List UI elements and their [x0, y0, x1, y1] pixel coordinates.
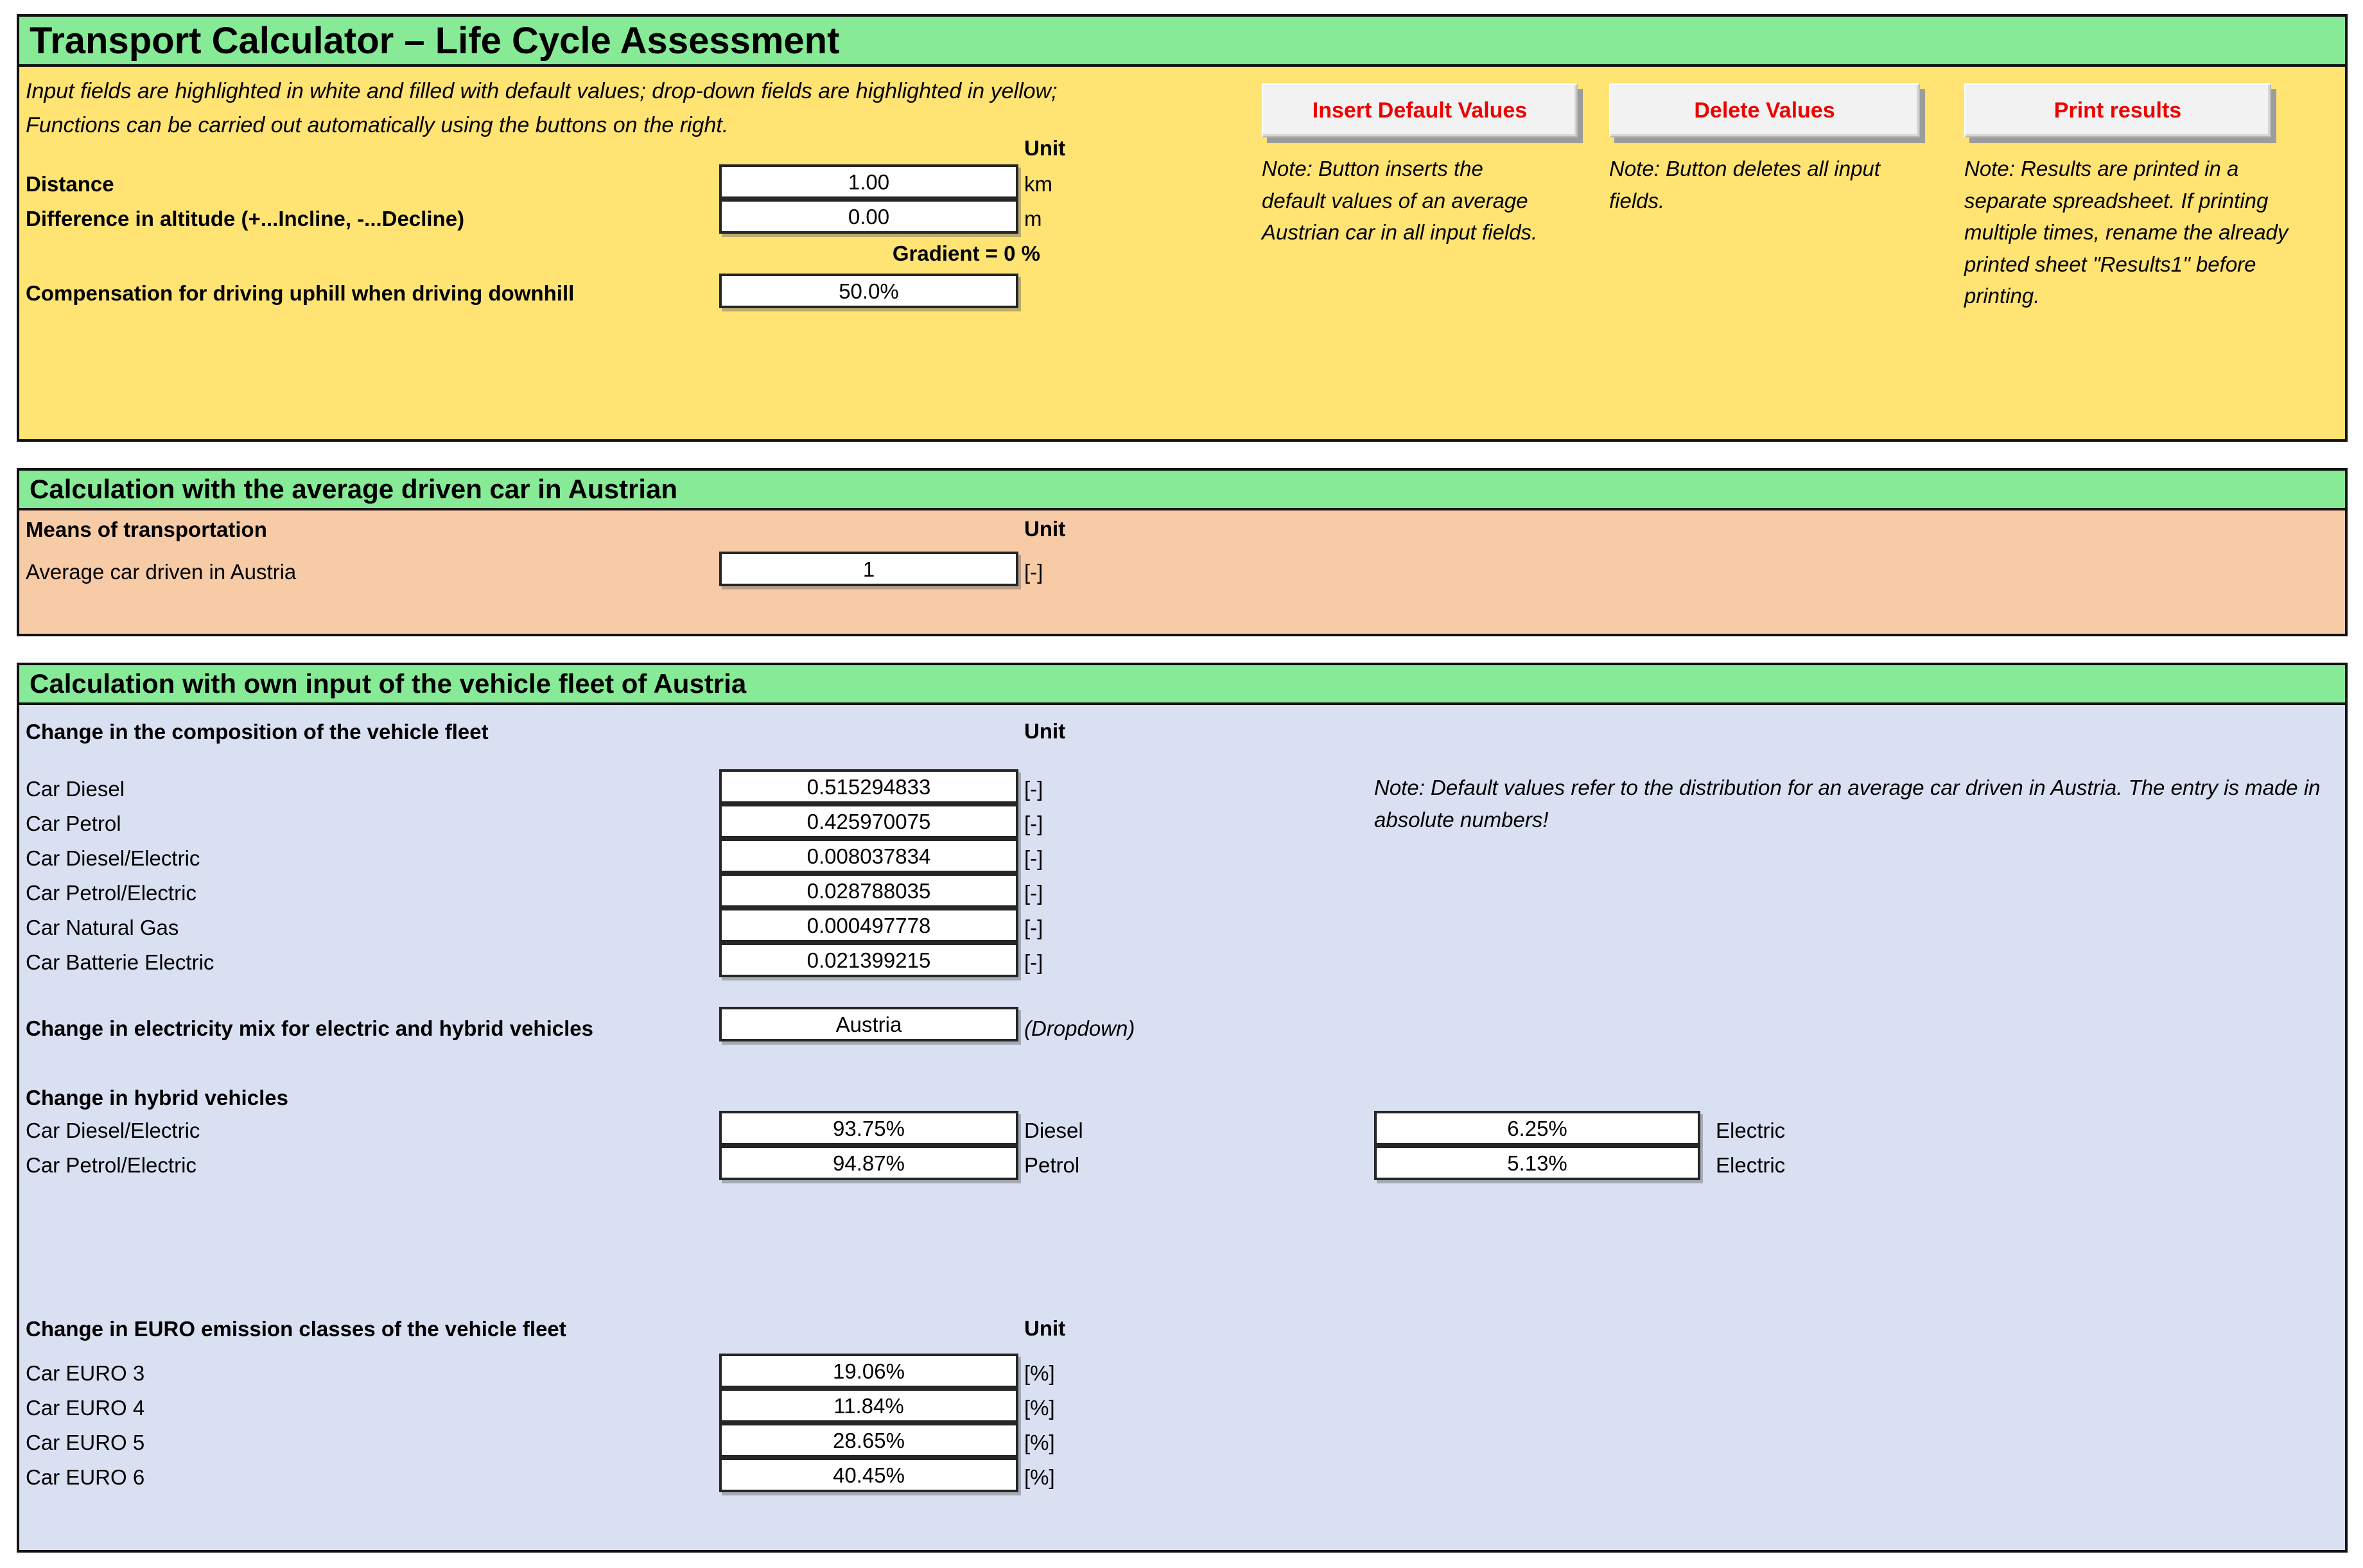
car-diesel-electric-input[interactable]: 0.008037834: [719, 839, 1018, 873]
compensation-label: Compensation for driving uphill when dri…: [26, 281, 575, 305]
intro-line-2: Functions can be carried out automatical…: [26, 112, 729, 137]
own-fleet-section: Calculation with own input of the vehicl…: [17, 663, 2348, 1553]
average-car-section-header: Calculation with the average driven car …: [19, 471, 2345, 510]
distance-unit: km: [1024, 172, 1052, 196]
car-euro5-label: Car EURO 5: [26, 1431, 145, 1454]
average-car-label: Average car driven in Austria: [26, 560, 297, 584]
car-euro3-input[interactable]: 19.06%: [719, 1354, 1018, 1388]
car-petrol-unit: [-]: [1024, 812, 1043, 835]
composition-note: Note: Default values refer to the distri…: [1374, 776, 2321, 832]
car-natural-gas-unit: [-]: [1024, 916, 1043, 939]
car-euro4-label: Car EURO 4: [26, 1396, 145, 1420]
intro-line-1: Input fields are highlighted in white an…: [26, 79, 1058, 103]
altitude-input[interactable]: 0.00: [719, 199, 1018, 234]
general-input-body: Input fields are highlighted in white an…: [19, 67, 2345, 439]
means-of-transportation-label: Means of transportation: [26, 518, 267, 541]
car-natural-gas-label: Car Natural Gas: [26, 916, 179, 939]
page-title: Transport Calculator – Life Cycle Assess…: [19, 17, 2345, 67]
car-petrol-electric-unit: [-]: [1024, 881, 1043, 905]
altitude-unit: m: [1024, 207, 1042, 231]
car-euro6-unit: [%]: [1024, 1465, 1055, 1489]
insert-default-values-button[interactable]: Insert Default Values: [1262, 83, 1578, 137]
insert-default-values-note: Note: Button inserts the default values …: [1262, 157, 1538, 244]
distance-input[interactable]: 1.00: [719, 164, 1018, 199]
car-euro6-input[interactable]: 40.45%: [719, 1458, 1018, 1492]
unit-column-header: Unit: [1024, 1316, 1066, 1340]
car-euro3-unit: [%]: [1024, 1361, 1055, 1385]
hybrid-petrol-electric-label: Car Petrol/Electric: [26, 1153, 196, 1177]
gradient-readout: Gradient = 0 %: [892, 241, 1040, 265]
hybrid-diesel-fuel-label: Diesel: [1024, 1119, 1083, 1142]
car-euro4-input[interactable]: 11.84%: [719, 1388, 1018, 1423]
hybrid-diesel-electric-label: Car Diesel/Electric: [26, 1119, 200, 1142]
electricity-mix-dropdown[interactable]: Austria: [719, 1007, 1018, 1041]
car-diesel-electric-unit: [-]: [1024, 846, 1043, 870]
intro-text: Input fields are highlighted in white an…: [26, 74, 1058, 142]
euro-classes-header: Change in EURO emission classes of the v…: [26, 1317, 566, 1341]
hybrid-diesel-electric-share-input[interactable]: 6.25%: [1374, 1111, 1700, 1146]
hybrid-petrol-share-input[interactable]: 94.87%: [719, 1146, 1018, 1180]
hybrid-petrol-electric-fuel-label: Electric: [1716, 1153, 1786, 1177]
distance-label: Distance: [26, 172, 114, 196]
car-petrol-label: Car Petrol: [26, 812, 121, 835]
car-diesel-unit: [-]: [1024, 777, 1043, 801]
car-petrol-electric-label: Car Petrol/Electric: [26, 881, 196, 905]
average-car-unit: [-]: [1024, 560, 1043, 584]
car-natural-gas-input[interactable]: 0.000497778: [719, 908, 1018, 943]
electricity-mix-label: Change in electricity mix for electric a…: [26, 1016, 593, 1040]
hybrid-petrol-electric-share-input[interactable]: 5.13%: [1374, 1146, 1700, 1180]
altitude-label: Difference in altitude (+...Incline, -..…: [26, 207, 465, 231]
car-diesel-label: Car Diesel: [26, 777, 125, 801]
car-euro5-unit: [%]: [1024, 1431, 1055, 1454]
unit-column-header: Unit: [1024, 517, 1066, 541]
general-input-section: Transport Calculator – Life Cycle Assess…: [17, 14, 2348, 442]
electricity-mix-hint: (Dropdown): [1024, 1016, 1135, 1040]
car-petrol-electric-input[interactable]: 0.028788035: [719, 873, 1018, 908]
unit-column-header: Unit: [1024, 719, 1066, 743]
own-fleet-section-header: Calculation with own input of the vehicl…: [19, 665, 2345, 705]
print-results-note: Note: Results are printed in a separate …: [1964, 157, 2289, 308]
hybrid-petrol-fuel-label: Petrol: [1024, 1153, 1080, 1177]
car-diesel-input[interactable]: 0.515294833: [719, 769, 1018, 804]
car-battery-electric-label: Car Batterie Electric: [26, 950, 214, 974]
hybrid-header: Change in hybrid vehicles: [26, 1086, 288, 1110]
composition-header: Change in the composition of the vehicle…: [26, 720, 489, 744]
car-euro3-label: Car EURO 3: [26, 1361, 145, 1385]
print-results-button[interactable]: Print results: [1964, 83, 2271, 137]
car-battery-electric-unit: [-]: [1024, 950, 1043, 974]
car-euro4-unit: [%]: [1024, 1396, 1055, 1420]
delete-values-button[interactable]: Delete Values: [1609, 83, 1920, 137]
car-battery-electric-input[interactable]: 0.021399215: [719, 943, 1018, 977]
hybrid-diesel-share-input[interactable]: 93.75%: [719, 1111, 1018, 1146]
car-euro5-input[interactable]: 28.65%: [719, 1423, 1018, 1458]
car-petrol-input[interactable]: 0.425970075: [719, 804, 1018, 839]
car-diesel-electric-label: Car Diesel/Electric: [26, 846, 200, 870]
delete-values-note: Note: Button deletes all input fields.: [1609, 157, 1880, 213]
unit-column-header: Unit: [1024, 136, 1066, 160]
own-fleet-body: Change in the composition of the vehicle…: [19, 705, 2345, 1547]
average-car-body: Means of transportation Unit Average car…: [19, 510, 2345, 634]
compensation-input[interactable]: 50.0%: [719, 274, 1018, 308]
car-euro6-label: Car EURO 6: [26, 1465, 145, 1489]
average-car-section: Calculation with the average driven car …: [17, 468, 2348, 636]
average-car-input[interactable]: 1: [719, 552, 1018, 586]
hybrid-diesel-electric-fuel-label: Electric: [1716, 1119, 1786, 1142]
